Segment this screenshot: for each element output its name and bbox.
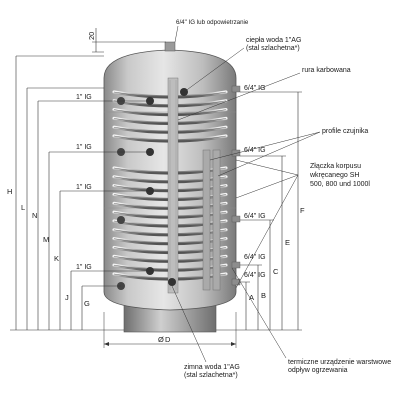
dim-A: A xyxy=(249,293,254,302)
corrugated-pipe xyxy=(167,77,179,294)
dim-L: L xyxy=(21,203,25,212)
top-nipple xyxy=(164,41,176,52)
diameter-dimension: Ø D xyxy=(103,312,237,348)
diameter-symbol: Ø xyxy=(158,335,164,344)
flange-sub2: 500, 800 und 1000l xyxy=(310,181,370,188)
flange-label: Złączka korpusu xyxy=(310,163,361,170)
diameter-label: D xyxy=(165,335,171,344)
cold-water-label: zimna woda 1"AG xyxy=(184,364,240,371)
top-dimension: 20 xyxy=(87,28,166,53)
flange-sub1: wkręcanego SH xyxy=(309,172,359,179)
cold-water-sub: (stal szlachetna*) xyxy=(184,372,238,379)
hot-water-sub: (stal szlachetna*) xyxy=(246,45,300,52)
ig-label-r2: 6/4" IG xyxy=(244,147,266,154)
dim-N: N xyxy=(32,211,37,220)
left-connections xyxy=(117,97,154,290)
dimension-letters: H L N M K J G F E C B A xyxy=(7,187,305,308)
dim-M: M xyxy=(43,235,49,244)
thermal-device-sub: odpływ ogrzewania xyxy=(288,367,348,374)
dimensions-left xyxy=(10,55,150,331)
ig-label-r3: 6/4" IG xyxy=(244,213,266,220)
sensor-profiles xyxy=(202,149,221,291)
dim-H: H xyxy=(7,187,12,196)
top-dim-value: 20 xyxy=(87,32,96,40)
dim-K: K xyxy=(54,254,59,263)
ig-label-r4: 6/4" IG xyxy=(244,254,266,261)
right-connections xyxy=(231,85,241,286)
top-connection-label: 6/4" IG lub odpowietrzanie xyxy=(176,19,249,26)
ig-label-3: 1" IG xyxy=(76,184,92,191)
dim-C: C xyxy=(273,267,279,276)
dim-B: B xyxy=(261,291,266,300)
thermal-device-label: termiczne urządzenie warstwowe xyxy=(288,359,391,366)
dim-E: E xyxy=(285,238,290,247)
ig-label-1: 1" IG xyxy=(76,94,92,101)
sensor-profiles-label: profile czujnika xyxy=(322,128,368,135)
corrugated-pipe-label: rura karbowana xyxy=(302,67,351,74)
ig-label-r5: 6/4" IG xyxy=(244,272,266,279)
callout-leaders xyxy=(171,25,321,363)
dim-G: G xyxy=(84,299,90,308)
dimensions-right xyxy=(216,91,302,331)
hot-water-label: ciepła woda 1"AG xyxy=(246,37,301,44)
dim-F: F xyxy=(300,206,305,215)
callouts: 6/4" IG lub odpowietrzanie ciepła woda 1… xyxy=(176,19,391,379)
ig-labels: 1" IG 1" IG 1" IG 1" IG 6/4" IG 6/4" IG … xyxy=(76,85,266,279)
ig-label-r1: 6/4" IG xyxy=(244,85,266,92)
dim-J: J xyxy=(65,293,69,302)
hot-water-fitting xyxy=(168,88,188,286)
ig-label-4: 1" IG xyxy=(76,264,92,271)
ig-label-2: 1" IG xyxy=(76,144,92,151)
